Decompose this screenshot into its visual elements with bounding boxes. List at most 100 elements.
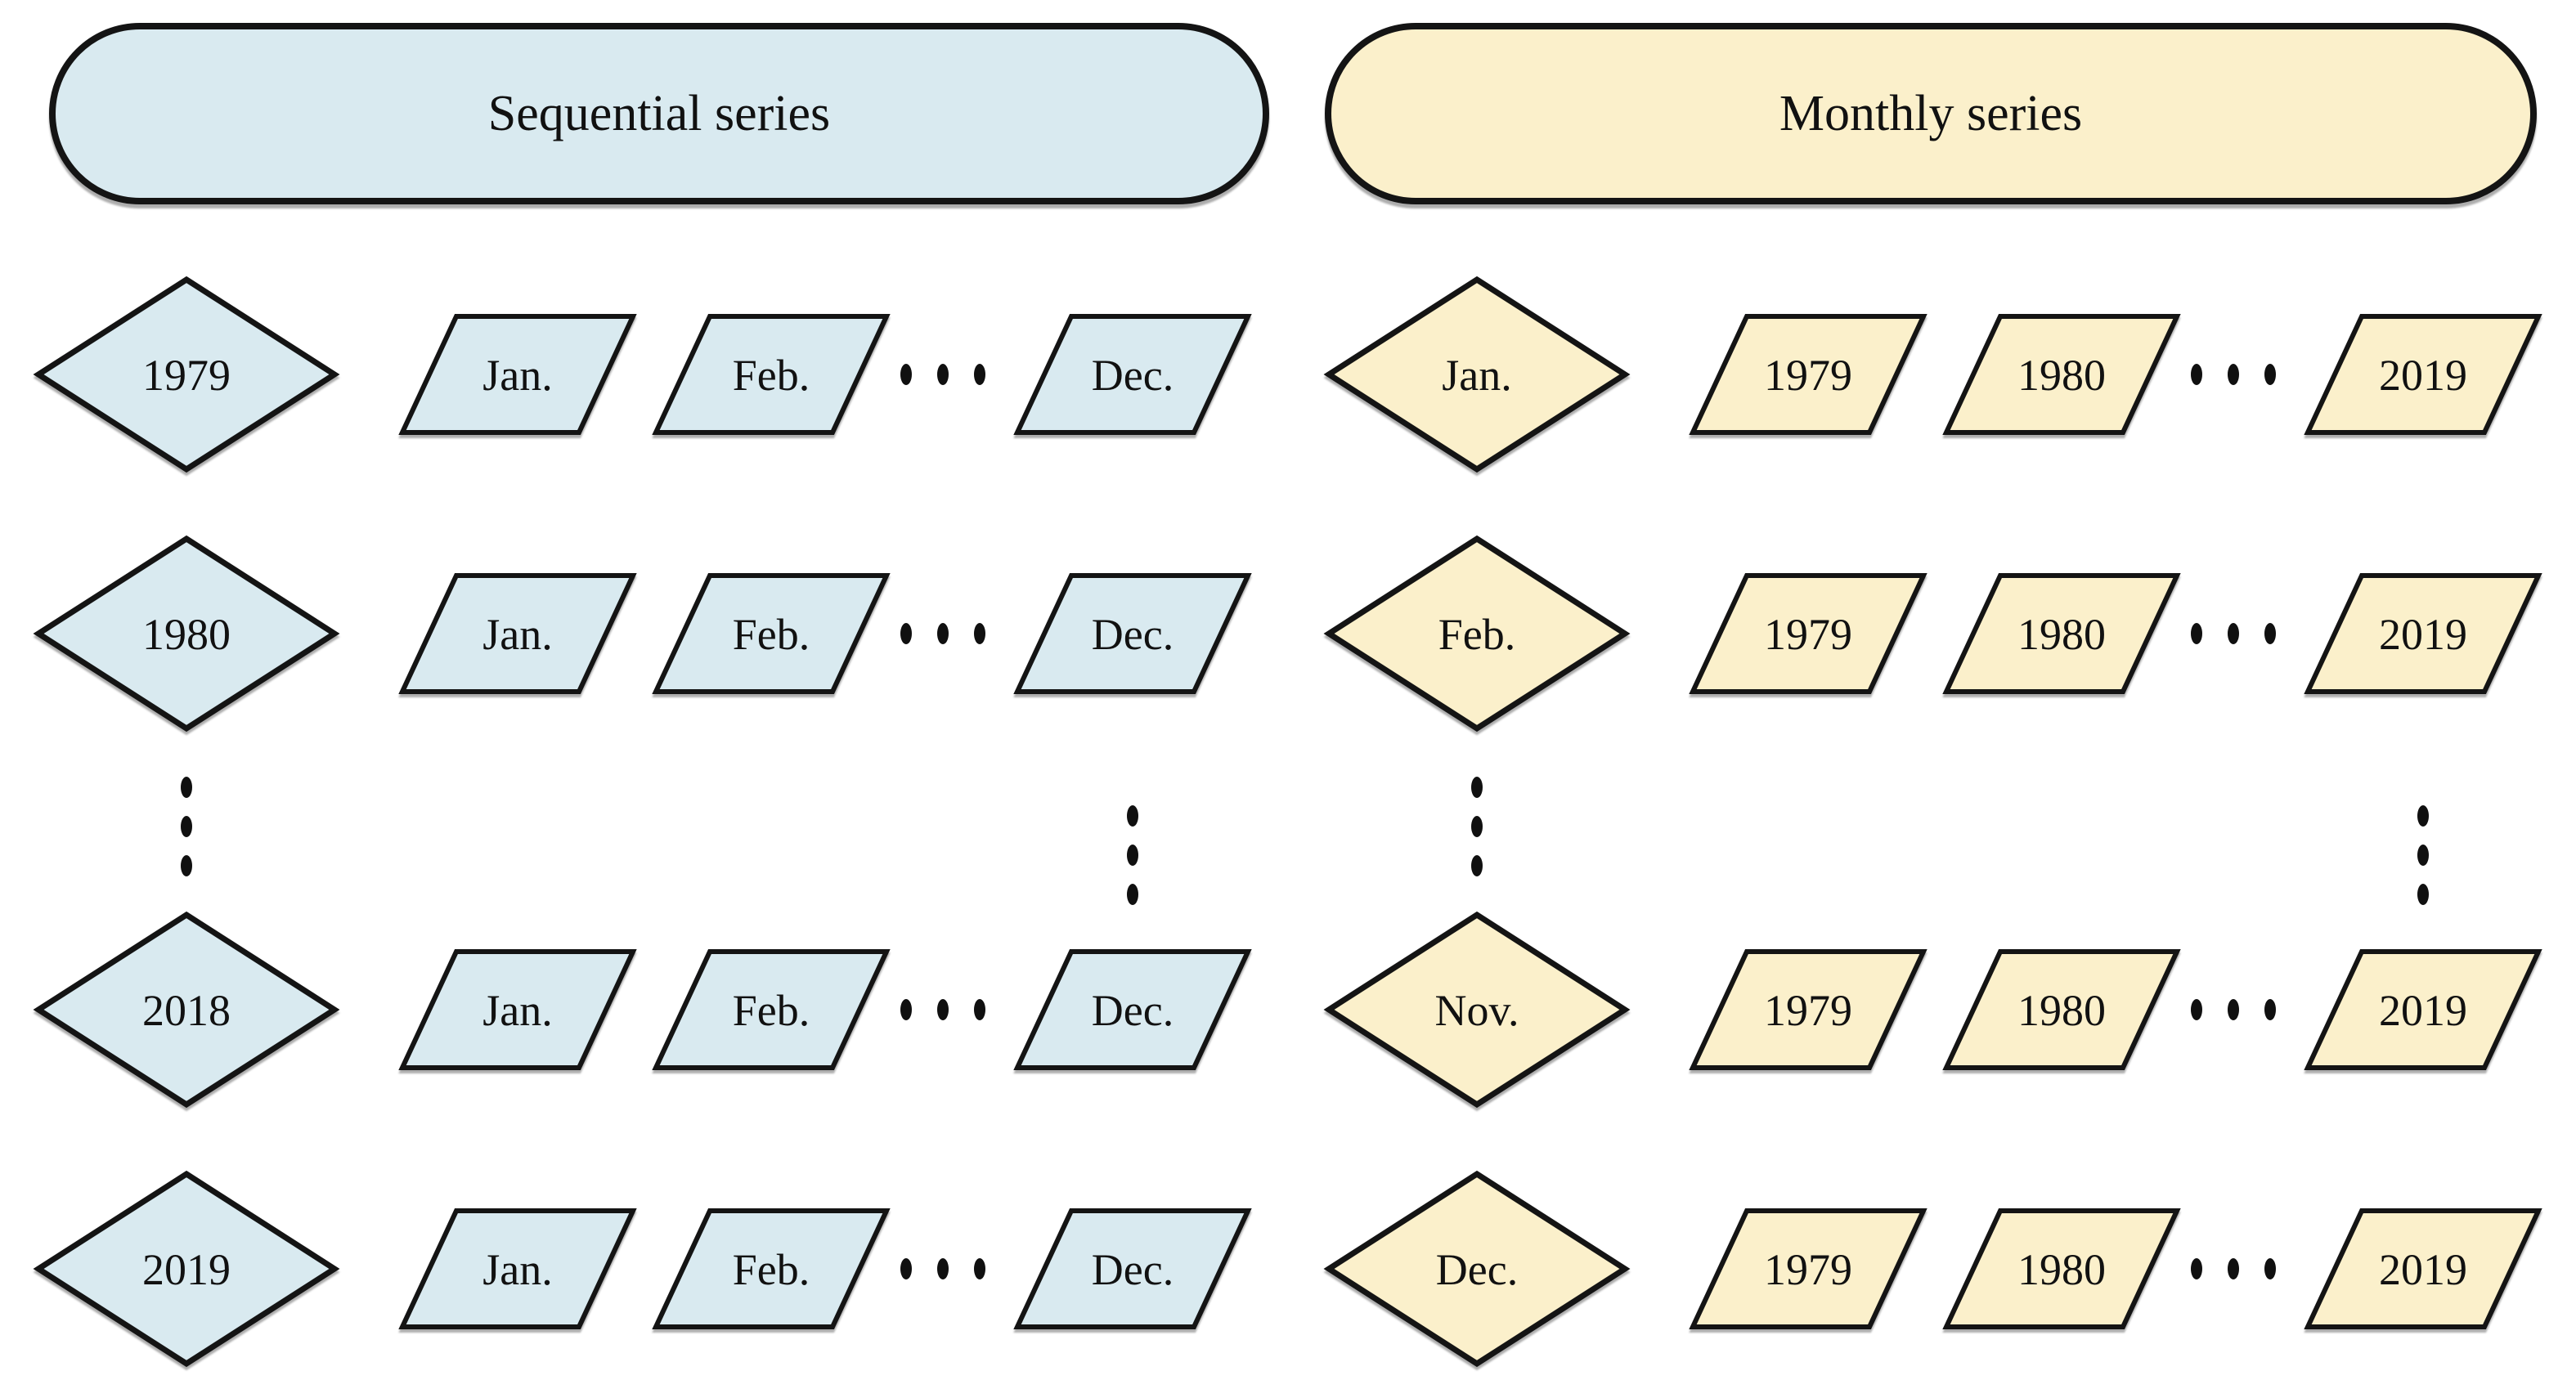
month-label: Dec. [1092, 986, 1174, 1035]
diamond-shape [1323, 1170, 1631, 1368]
parallelogram-shape [2304, 314, 2542, 435]
sequential-series-title: Sequential series [487, 85, 831, 141]
dot-icon [900, 999, 912, 1020]
parallelogram-shape [1013, 949, 1252, 1070]
dot-icon [937, 364, 949, 385]
vertical-ellipsis-icon [1127, 805, 1138, 905]
parallelogram-shape [398, 1208, 637, 1329]
month-label: Jan. [482, 351, 552, 400]
month-diamond: Feb. [1323, 535, 1631, 733]
year-label: 1980 [2017, 351, 2106, 400]
month-parallelogram: Dec. [1013, 573, 1252, 694]
year-parallelogram: 2019 [2304, 314, 2542, 435]
month-diamond-label: Nov. [1435, 986, 1519, 1035]
month-label: Feb. [733, 986, 810, 1035]
dot-icon [2228, 623, 2239, 644]
parallelogram-shape [652, 1208, 891, 1329]
diamond-shape [1323, 276, 1631, 473]
dot-icon [2191, 623, 2202, 644]
parallelogram-shape [2304, 573, 2542, 694]
dot-icon [1471, 816, 1483, 837]
vertical-ellipsis-icon [1471, 777, 1483, 876]
month-label: Jan. [482, 986, 552, 1035]
dot-icon [937, 999, 949, 1020]
dot-icon [900, 623, 912, 644]
horizontal-ellipsis-icon [2191, 364, 2276, 385]
dot-icon [900, 1258, 912, 1279]
dot-icon [2417, 805, 2429, 827]
parallelogram-shape [1013, 314, 1252, 435]
diamond-shape [33, 276, 340, 473]
year-label: 1980 [2017, 610, 2106, 659]
month-label: Jan. [482, 1245, 552, 1294]
dot-icon [181, 777, 192, 798]
monthly-series-title: Monthly series [1779, 85, 2083, 141]
year-parallelogram: 1980 [1942, 949, 2181, 1070]
dot-icon [1127, 805, 1138, 827]
month-parallelogram: Jan. [398, 1208, 637, 1329]
year-diamond-label: 1979 [142, 351, 231, 400]
year-parallelogram: 1980 [1942, 314, 2181, 435]
month-parallelogram: Dec. [1013, 1208, 1252, 1329]
year-label: 1979 [1764, 986, 1852, 1035]
dot-icon [974, 999, 985, 1020]
parallelogram-shape [652, 314, 891, 435]
parallelogram-shape [1013, 1208, 1252, 1329]
parallelogram-shape [652, 949, 891, 1070]
month-label: Feb. [733, 351, 810, 400]
dot-icon [1127, 884, 1138, 905]
dot-icon [2191, 1258, 2202, 1279]
year-parallelogram: 2019 [2304, 949, 2542, 1070]
monthly-series-header: Monthly series [1325, 23, 2537, 204]
vertical-ellipsis-icon [181, 777, 192, 876]
dot-icon [2228, 364, 2239, 385]
month-label: Feb. [733, 1245, 810, 1294]
month-label: Dec. [1092, 610, 1174, 659]
dot-icon [937, 1258, 949, 1279]
dot-icon [2417, 845, 2429, 866]
parallelogram-shape [398, 314, 637, 435]
diagram-row-1: 1979 Jan. Feb. Dec. Jan. 1979 1980 [0, 276, 2576, 473]
month-parallelogram: Dec. [1013, 949, 1252, 1070]
year-parallelogram: 1980 [1942, 1208, 2181, 1329]
parallelogram-shape [398, 949, 637, 1070]
year-label: 1980 [2017, 986, 2106, 1035]
diamond-shape [33, 535, 340, 733]
year-label: 1980 [2017, 1245, 2106, 1294]
horizontal-ellipsis-icon [900, 364, 985, 385]
year-parallelogram: 1980 [1942, 573, 2181, 694]
parallelogram-shape [652, 573, 891, 694]
diamond-shape [1323, 535, 1631, 733]
month-diamond: Nov. [1323, 911, 1631, 1109]
parallelogram-shape [1689, 1208, 1928, 1329]
year-label: 1979 [1764, 1245, 1852, 1294]
dot-icon [2191, 999, 2202, 1020]
dot-icon [1471, 777, 1483, 798]
horizontal-ellipsis-icon [900, 623, 985, 644]
dot-icon [181, 855, 192, 876]
horizontal-ellipsis-icon [2191, 623, 2276, 644]
month-diamond: Dec. [1323, 1170, 1631, 1368]
year-diamond-label: 2018 [142, 986, 231, 1035]
year-parallelogram: 1979 [1689, 573, 1928, 694]
parallelogram-shape [1689, 314, 1928, 435]
parallelogram-shape [1013, 573, 1252, 694]
month-parallelogram: Feb. [652, 949, 891, 1070]
parallelogram-shape [2304, 1208, 2542, 1329]
parallelogram-shape [1689, 573, 1928, 694]
diamond-shape [33, 911, 340, 1109]
year-parallelogram: 1979 [1689, 949, 1928, 1070]
year-parallelogram: 1979 [1689, 1208, 1928, 1329]
month-parallelogram: Jan. [398, 949, 637, 1070]
year-parallelogram: 2019 [2304, 573, 2542, 694]
month-diamond-label: Dec. [1436, 1245, 1518, 1294]
dot-icon [2228, 1258, 2239, 1279]
month-label: Dec. [1092, 351, 1174, 400]
dot-icon [974, 364, 985, 385]
year-diamond-label: 1980 [142, 610, 231, 659]
sequential-series-header: Sequential series [49, 23, 1269, 204]
diagram-row-4: 2019 Jan. Feb. Dec. Dec. 1979 1980 [0, 1170, 2576, 1368]
dot-icon [1127, 845, 1138, 866]
dot-icon [2191, 364, 2202, 385]
month-parallelogram: Feb. [652, 314, 891, 435]
